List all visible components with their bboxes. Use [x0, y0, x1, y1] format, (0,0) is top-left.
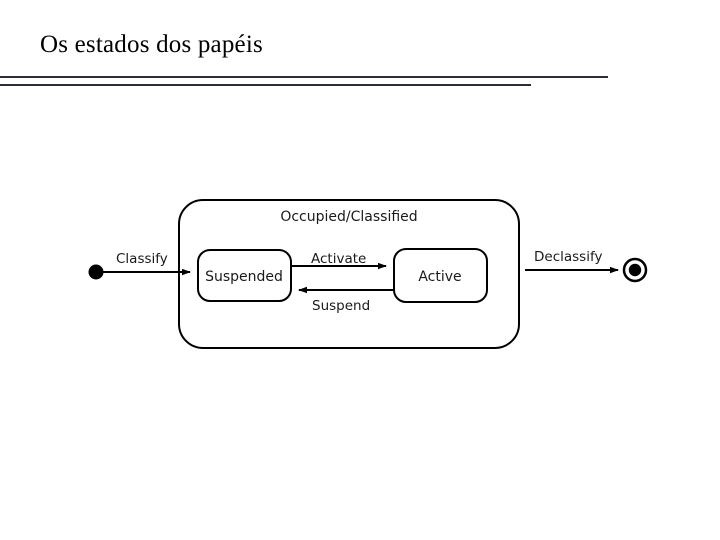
state-suspended-label: Suspended: [205, 269, 283, 285]
title-rule-lower: [0, 84, 531, 86]
state-suspended-box[interactable]: [197, 249, 292, 302]
title-rule-upper: [0, 76, 608, 78]
composite-state-label: Occupied/Classified: [280, 209, 417, 225]
state-active-label: Active: [418, 269, 461, 285]
final-state-node: [628, 263, 642, 277]
transition-activate-label: Activate: [311, 251, 366, 267]
transition-suspend-label: Suspend: [312, 298, 370, 314]
page-title: Os estados dos papéis: [40, 31, 263, 58]
transition-classify-label: Classify: [116, 251, 168, 267]
state-active-box[interactable]: [393, 248, 488, 303]
transition-declassify-label: Declassify: [534, 249, 602, 265]
composite-state-box[interactable]: [178, 199, 520, 349]
initial-state-node[interactable]: [88, 264, 104, 280]
